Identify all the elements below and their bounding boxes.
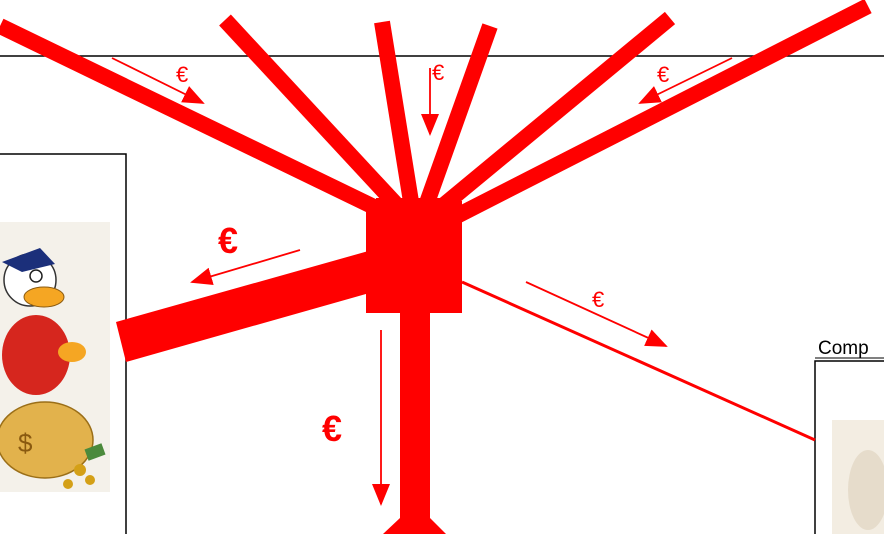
outflow-arrow-left (190, 249, 301, 285)
left-picture-frame (0, 153, 127, 534)
outflow-arrow-right (525, 281, 668, 347)
inflow-ray-6 (441, 0, 872, 230)
comp-label: Comp (818, 338, 869, 359)
inflow-ray-2 (219, 14, 411, 220)
inflow-ray-1 (0, 18, 409, 230)
euro-label-outflow-left: € (218, 220, 238, 261)
outflow-stem-down (400, 305, 430, 534)
outflow-stem-down-tip (383, 518, 446, 534)
central-hub-upper (376, 198, 448, 226)
svg-text:$: $ (18, 428, 33, 458)
euro-label-inflow-center: € (432, 60, 444, 85)
right-picture-frame (814, 360, 884, 534)
inflow-arrows (111, 57, 733, 136)
euro-label-outflow-right: € (592, 287, 604, 312)
inflow-ray-3 (374, 20, 421, 216)
euro-label-inflow-right: € (657, 62, 669, 87)
inflow-arrow-right (638, 57, 733, 104)
inflow-ray-5 (427, 11, 676, 221)
outflow-arrows (190, 249, 668, 506)
inflow-ray-4 (415, 23, 498, 217)
euro-label-inflow-left: € (176, 62, 188, 87)
outflow-band-left (116, 250, 380, 362)
duck-money-bag-illustration: $ (0, 222, 110, 492)
incoming-flows (0, 0, 872, 230)
euro-label-outflow-down: € (322, 408, 342, 449)
outflow-line-right (461, 280, 816, 442)
inflow-arrow-left (111, 57, 205, 104)
